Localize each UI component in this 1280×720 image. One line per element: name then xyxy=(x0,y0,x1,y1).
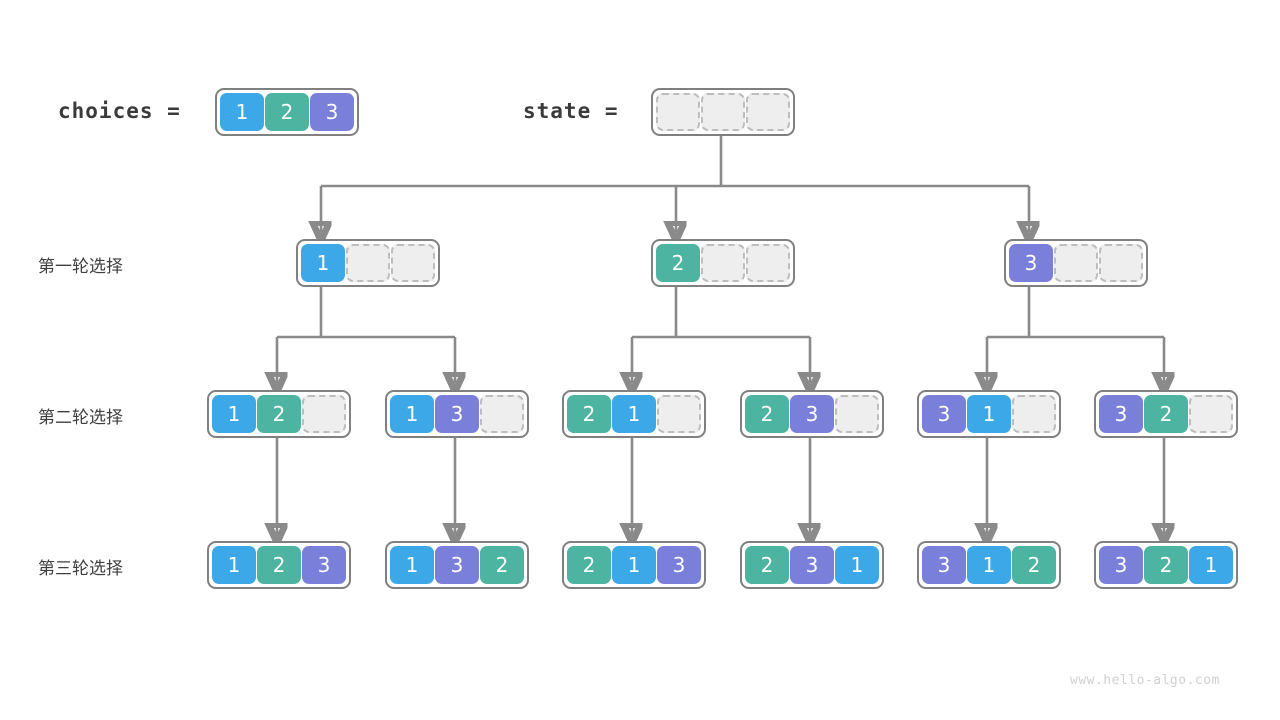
array-cell-empty xyxy=(302,395,346,433)
watermark: www.hello-algo.com xyxy=(1070,673,1220,688)
array-cell-empty xyxy=(1099,244,1143,282)
array-cell-filled: 2 xyxy=(1012,546,1056,584)
array-cell-filled: 3 xyxy=(790,395,834,433)
array-cell-filled: 3 xyxy=(435,395,479,433)
array-cell-filled: 2 xyxy=(480,546,524,584)
array-cell-empty xyxy=(746,244,790,282)
choices-label: choices = xyxy=(58,99,181,123)
array-cell-empty xyxy=(656,93,700,131)
array-cell-filled: 1 xyxy=(220,93,264,131)
row-label-round-1: 第一轮选择 xyxy=(38,257,123,277)
row-label-round-2: 第二轮选择 xyxy=(38,408,123,428)
array-cell-filled: 2 xyxy=(745,546,789,584)
array-cell-filled: 1 xyxy=(967,546,1011,584)
array-cell-filled: 3 xyxy=(657,546,701,584)
array-cell-filled: 2 xyxy=(745,395,789,433)
array-cell-empty xyxy=(346,244,390,282)
array-cell-filled: 1 xyxy=(1189,546,1233,584)
array-cell-filled: 1 xyxy=(301,244,345,282)
array-cell-filled: 2 xyxy=(567,395,611,433)
array-cell-filled: 3 xyxy=(922,546,966,584)
array-cell-filled: 3 xyxy=(1099,395,1143,433)
array-cell-filled: 2 xyxy=(265,93,309,131)
state-label: state = xyxy=(523,99,619,123)
array-cell-filled: 3 xyxy=(310,93,354,131)
array-cell-filled: 3 xyxy=(435,546,479,584)
array-cell-empty xyxy=(657,395,701,433)
array-cell-filled: 2 xyxy=(257,546,301,584)
array-cell-filled: 2 xyxy=(1144,395,1188,433)
array-cell-filled: 3 xyxy=(302,546,346,584)
array-cell-filled: 1 xyxy=(212,546,256,584)
row-label-round-3: 第三轮选择 xyxy=(38,559,123,579)
array-cell-filled: 1 xyxy=(967,395,1011,433)
array-cell-filled: 1 xyxy=(612,395,656,433)
array-cell-empty xyxy=(746,93,790,131)
array-cell-empty xyxy=(1054,244,1098,282)
array-cell-filled: 3 xyxy=(922,395,966,433)
array-cell-empty xyxy=(701,244,745,282)
array-cell-filled: 1 xyxy=(835,546,879,584)
array-cell-empty xyxy=(1189,395,1233,433)
array-cell-filled: 3 xyxy=(1009,244,1053,282)
array-cell-empty xyxy=(701,93,745,131)
array-cell-filled: 1 xyxy=(612,546,656,584)
state-node-row1-2: 2 xyxy=(651,239,795,287)
array-cell-filled: 1 xyxy=(390,546,434,584)
array-cell-empty xyxy=(391,244,435,282)
array-cell-filled: 2 xyxy=(567,546,611,584)
array-cell-filled: 2 xyxy=(1144,546,1188,584)
array-cell-filled: 3 xyxy=(790,546,834,584)
state-node-row1-1: 1 xyxy=(296,239,440,287)
array-cell-filled: 1 xyxy=(390,395,434,433)
array-cell-empty xyxy=(835,395,879,433)
array-cell-empty xyxy=(480,395,524,433)
state-array xyxy=(651,88,795,136)
array-cell-filled: 2 xyxy=(257,395,301,433)
state-node-row1-3: 3 xyxy=(1004,239,1148,287)
array-cell-filled: 3 xyxy=(1099,546,1143,584)
array-cell-empty xyxy=(1012,395,1056,433)
array-cell-filled: 1 xyxy=(212,395,256,433)
array-cell-filled: 2 xyxy=(656,244,700,282)
